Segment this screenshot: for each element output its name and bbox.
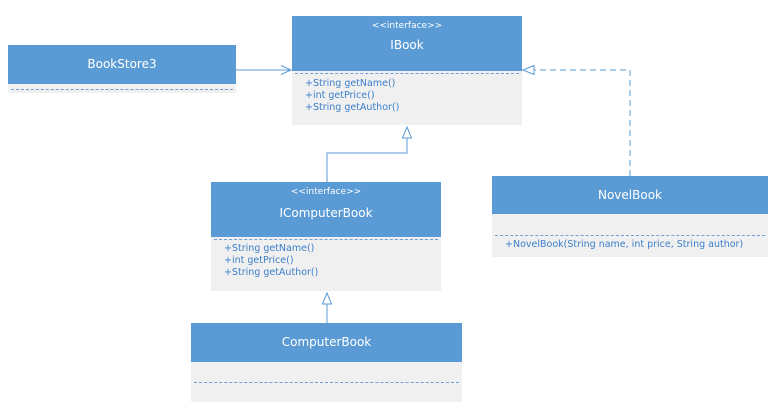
class-computerbook[interactable]: ComputerBook [191,323,462,402]
class-bookstore3-header: BookStore3 [8,45,236,84]
association-arrow [236,65,293,75]
stereotype-label: <<interface>> [371,21,443,31]
class-divider [214,239,438,240]
class-ibook[interactable]: <<interface>> IBook +String getName() +i… [292,16,522,125]
member-list: +String getName() +int getPrice() +Strin… [305,78,518,114]
class-bookstore3[interactable]: BookStore3 [8,45,236,93]
class-name: NovelBook [597,188,662,202]
member-item: +String getAuthor() [224,267,319,278]
class-computerbook-header: ComputerBook [191,323,462,362]
member-item: +String getName() [224,243,315,254]
member-list: +String getName() +int getPrice() +Strin… [224,243,437,279]
class-ibook-header: <<interface>> IBook [292,16,522,71]
class-novelbook-header: NovelBook [492,176,768,214]
class-name: IComputerBook [279,206,373,220]
stereotype-label: <<interface>> [290,187,362,197]
class-novelbook[interactable]: NovelBook +NovelBook(String name, int pr… [492,176,768,257]
generalization-arrow [326,125,413,182]
class-divider [495,235,765,236]
member-item: +int getPrice() [305,90,375,101]
realization-arrow [321,291,333,323]
class-name: ComputerBook [281,335,372,349]
realization-arrow [521,64,631,176]
class-divider [194,382,459,383]
class-icomputerbook-header: <<interface>> IComputerBook [211,182,441,237]
member-item: +String getAuthor() [305,102,400,113]
class-divider [295,73,519,74]
member-item: +String getName() [305,78,396,89]
class-icomputerbook[interactable]: <<interface>> IComputerBook +String getN… [211,182,441,291]
class-name: IBook [390,38,424,52]
class-name: BookStore3 [87,57,157,71]
class-divider [11,89,233,90]
member-list: +NovelBook(String name, int price, Strin… [505,239,764,251]
member-item: +int getPrice() [224,255,294,266]
member-item: +NovelBook(String name, int price, Strin… [505,239,744,250]
